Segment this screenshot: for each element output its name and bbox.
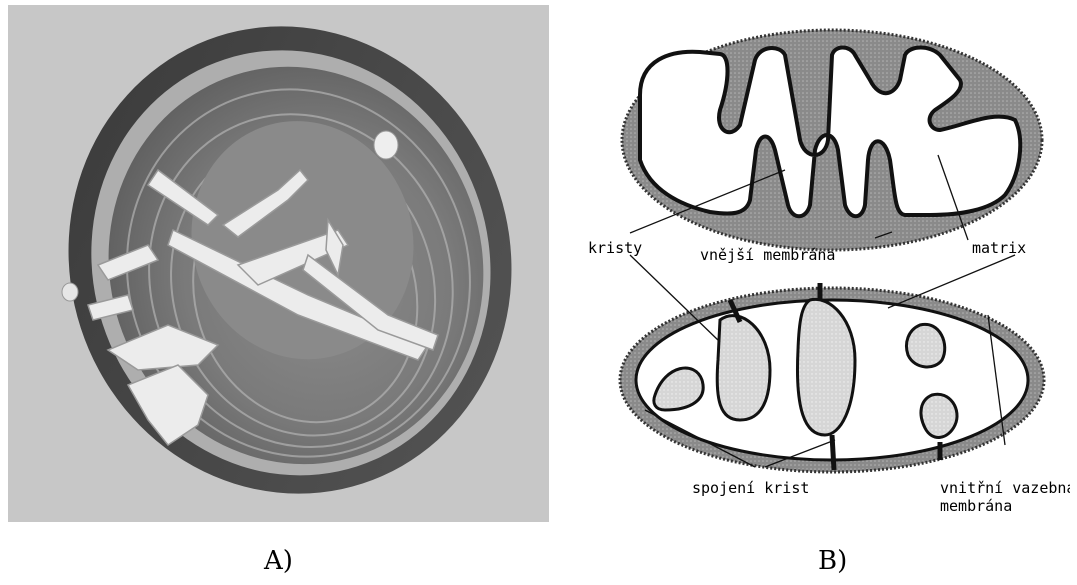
label-crista-junction: spojení krist [692, 479, 809, 497]
label-kristy: kristy [588, 239, 642, 257]
label-inner-boundary-membrane-2: membrána [940, 497, 1012, 515]
caption-a: A) [264, 546, 293, 576]
top-mitochondrion [622, 30, 1042, 250]
schematic-svg: kristy vnější membrána matrix spojení kr… [570, 0, 1070, 530]
label-outer-membrane: vnější membrána [700, 246, 835, 264]
tomogram-image [8, 5, 549, 522]
mitochondrion-schematic: kristy vnější membrána matrix spojení kr… [570, 0, 1070, 530]
label-matrix: matrix [972, 239, 1026, 257]
label-inner-boundary-membrane-1: vnitřní vazebná [940, 479, 1070, 497]
caption-b: B) [818, 546, 847, 576]
bottom-mitochondrion [620, 283, 1044, 472]
mitochondrion-3d-render [8, 5, 549, 522]
